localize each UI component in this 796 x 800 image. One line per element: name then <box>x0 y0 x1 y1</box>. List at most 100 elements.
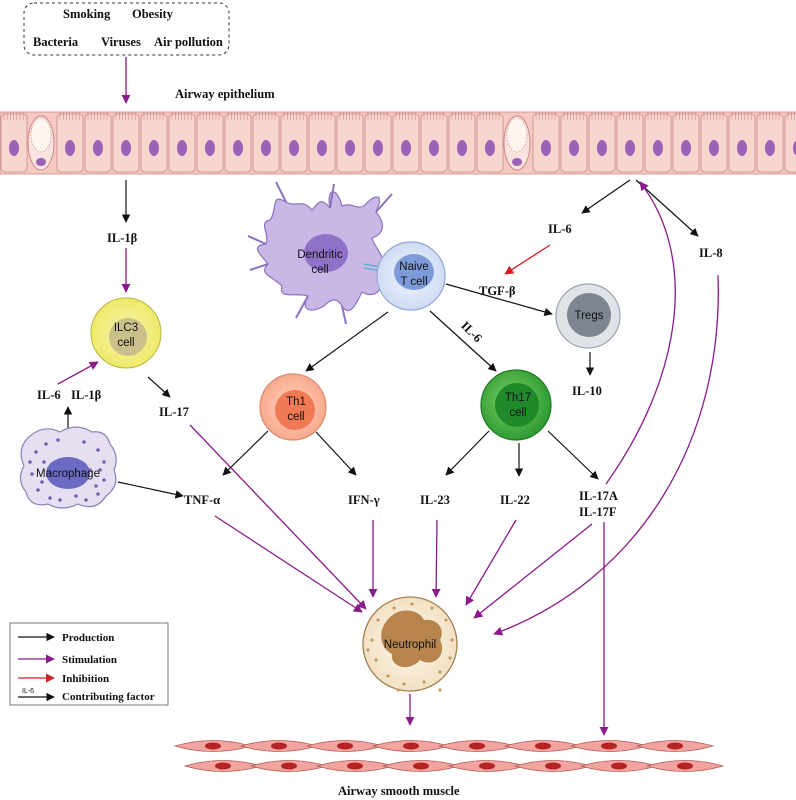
granule <box>438 670 442 674</box>
th17-label-2: cell <box>509 407 526 419</box>
granule <box>402 682 406 686</box>
arrow-epithelium-il6 <box>581 179 631 214</box>
granule <box>102 478 106 482</box>
trigger-obesity: Obesity <box>132 7 174 21</box>
epithelial-cell <box>672 112 700 173</box>
arrow-il17a-epithelium <box>605 181 676 485</box>
arrow-th1-tnfa <box>222 430 269 476</box>
epithelial-cell <box>112 112 140 173</box>
macrophage-label: Macrophage <box>36 468 100 480</box>
goblet-cell <box>27 115 55 171</box>
airway-epithelium <box>0 111 796 175</box>
granule <box>42 460 46 464</box>
arrow-naive-th1 <box>305 311 389 372</box>
epithelial-cell <box>252 112 280 173</box>
granule <box>98 468 102 472</box>
smooth-muscle-cell <box>183 760 263 772</box>
smooth-muscle-cell <box>249 760 329 772</box>
il8-label: IL-8 <box>699 246 723 260</box>
il17-label: IL-17 <box>159 405 189 419</box>
arrow-il17af-neutrophil <box>473 523 593 619</box>
il23-label: IL-23 <box>420 493 450 507</box>
arrow-th17-il17af <box>547 430 599 480</box>
smooth-muscle-label: Airway smooth muscle <box>338 784 460 798</box>
epithelial-cell <box>448 112 476 173</box>
neutrophil-cell: Neutrophil <box>362 596 458 692</box>
granule <box>36 488 40 492</box>
naive-label-2: T cell <box>400 276 427 288</box>
epithelial-cell <box>84 112 112 173</box>
legend-stimulation: Stimulation <box>62 654 117 666</box>
granule <box>28 460 32 464</box>
th1-cell: Th1 cell <box>259 373 327 441</box>
trigger-bacteria: Bacteria <box>33 35 79 49</box>
epithelial-cell <box>532 112 560 173</box>
th17-cell: Th17 cell <box>480 369 552 441</box>
granule <box>450 638 454 642</box>
ifng-label: IFN-γ <box>348 493 380 507</box>
arrow-th17-il23 <box>445 430 490 476</box>
legend-contributing: Contributing factor <box>62 691 155 703</box>
epithelial-cell <box>280 112 308 173</box>
epithelial-cell <box>336 112 364 173</box>
granule <box>448 656 452 660</box>
legend-inhibition: Inhibition <box>62 673 109 685</box>
ilc3-label-1: ILC3 <box>114 322 138 334</box>
epithelial-cell <box>392 112 420 173</box>
epithelial-cell <box>420 112 448 173</box>
granule <box>48 496 52 500</box>
granule <box>438 688 442 692</box>
epithelial-cell <box>308 112 336 173</box>
arrow-naive-tregs <box>445 283 553 316</box>
epithelial-cell <box>560 112 588 173</box>
epithelial-cell <box>784 112 796 173</box>
granule <box>34 450 38 454</box>
arrow-il8-neutrophil <box>493 274 719 636</box>
granule <box>376 618 380 622</box>
granule <box>30 472 34 476</box>
arrow-cytokines-ilc3 <box>57 361 99 385</box>
epithelial-cell <box>224 112 252 173</box>
il17a-label: IL-17A <box>579 489 618 503</box>
epithelial-cell <box>476 112 504 173</box>
dendritic-label-1: Dendritic <box>297 249 343 261</box>
epithelial-cell <box>56 112 84 173</box>
arrow-il22-neutrophil <box>465 519 517 606</box>
granule <box>56 438 60 442</box>
smooth-muscle-cell <box>173 740 253 752</box>
tregs-cell: Tregs <box>555 283 621 349</box>
granule <box>396 688 400 692</box>
trigger-smoking: Smoking <box>63 7 111 21</box>
il6-diagonal-label: IL-6 <box>458 319 485 346</box>
granule <box>370 638 374 642</box>
epithelial-cell <box>168 112 196 173</box>
granule <box>392 606 396 610</box>
smooth-muscle-cell <box>315 760 395 772</box>
granule <box>430 606 434 610</box>
granule <box>94 484 98 488</box>
macrophage-cell: Macrophage <box>19 426 117 509</box>
il6-top-label: IL-6 <box>548 222 572 236</box>
granule <box>444 618 448 622</box>
neutrophil-label: Neutrophil <box>384 639 436 651</box>
il1b-left-label: IL-1β <box>71 388 102 402</box>
granule <box>40 480 44 484</box>
epithelial-cell <box>140 112 168 173</box>
arrow-ilc3-il17 <box>147 376 171 398</box>
dendritic-cell: Dendritic cell <box>247 181 393 325</box>
granule <box>82 440 86 444</box>
legend-contributing-sample: IL-6 <box>22 688 34 695</box>
granule <box>96 492 100 496</box>
th1-label-1: Th1 <box>286 396 306 408</box>
smooth-muscle-cell <box>447 760 527 772</box>
tregs-label: Tregs <box>575 310 604 322</box>
granule <box>410 602 414 606</box>
ilc3-cell: ILC3 cell <box>90 297 162 369</box>
il17f-label: IL-17F <box>579 505 617 519</box>
il10-label: IL-10 <box>572 384 602 398</box>
granule <box>386 674 390 678</box>
smooth-muscle-cell <box>645 760 725 772</box>
epithelial-cell <box>364 112 392 173</box>
arrow-th1-ifng <box>315 431 357 476</box>
